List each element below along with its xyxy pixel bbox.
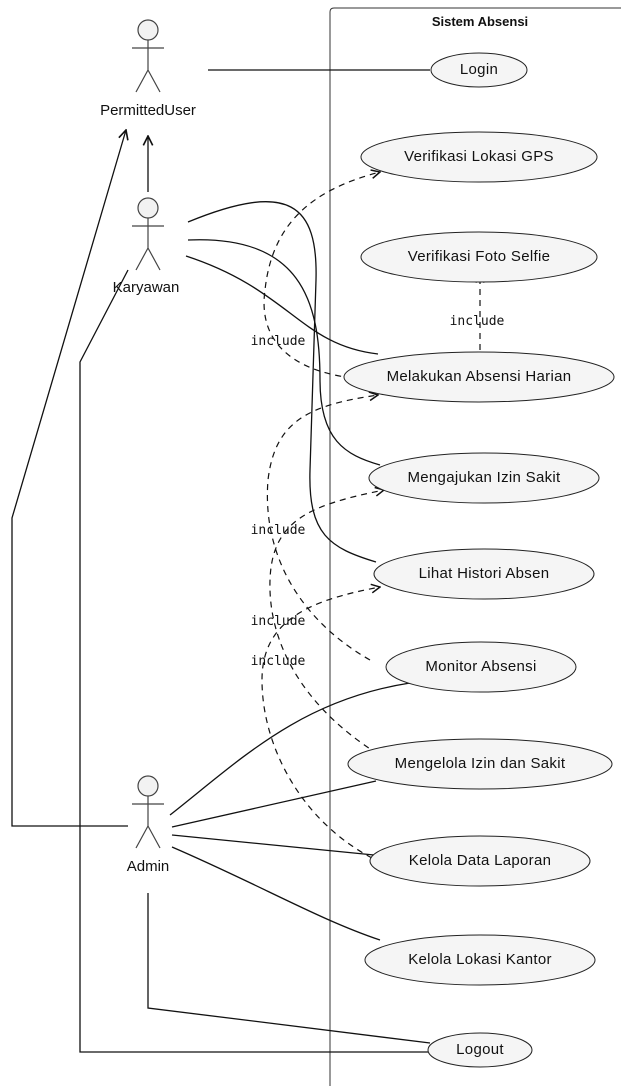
actor-admin[interactable]: Admin: [127, 775, 170, 875]
use-case-kelola-lokasi[interactable]: Kelola Lokasi Kantor: [364, 934, 596, 986]
use-case-logout-label: Logout: [456, 1041, 504, 1058]
stick-figure-icon: [132, 218, 164, 271]
use-case-absensi-harian[interactable]: Melakukan Absensi Harian: [343, 351, 615, 403]
include-label-selfie: include: [450, 314, 505, 329]
include-label-laporan: include: [251, 654, 306, 669]
assoc-admin-kelola-izin: [171, 780, 377, 828]
use-case-histori-absen[interactable]: Lihat Histori Absen: [373, 548, 595, 600]
use-case-absensi-harian-label: Melakukan Absensi Harian: [387, 368, 572, 385]
actor-head-icon: [137, 775, 159, 797]
use-case-histori-absen-label: Lihat Histori Absen: [419, 565, 550, 582]
actor-karyawan-label: Karyawan: [113, 279, 180, 296]
use-case-verifikasi-gps-label: Verifikasi Lokasi GPS: [404, 148, 554, 165]
use-case-izin-sakit-label: Mengajukan Izin Sakit: [407, 469, 561, 486]
actor-permitteduser[interactable]: PermittedUser: [100, 19, 196, 119]
actor-karyawan[interactable]: Karyawan: [113, 197, 180, 296]
use-case-monitor-absensi-label: Monitor Absensi: [425, 658, 536, 675]
actor-admin-label: Admin: [127, 858, 170, 875]
use-case-kelola-laporan[interactable]: Kelola Data Laporan: [369, 835, 591, 887]
assoc-karyawan-logout: [79, 269, 428, 1053]
include-relations: include include include include include: [251, 172, 505, 859]
generalization-admin: [11, 130, 128, 827]
assoc-karyawan-izin: [187, 239, 381, 466]
use-case-verifikasi-gps[interactable]: Verifikasi Lokasi GPS: [360, 131, 598, 183]
assoc-karyawan-absensi: [185, 255, 379, 355]
actor-permitteduser-label: PermittedUser: [100, 102, 196, 119]
stick-figure-icon: [132, 796, 164, 849]
assoc-admin-logout: [147, 893, 431, 1044]
use-case-kelola-izin-label: Mengelola Izin dan Sakit: [395, 755, 566, 772]
include-monitor-absensi-line: [266, 395, 378, 661]
include-laporan-line: [261, 587, 380, 859]
include-label-gps: include: [251, 334, 306, 349]
assoc-admin-monitor: [169, 682, 411, 816]
use-case-kelola-lokasi-label: Kelola Lokasi Kantor: [408, 951, 552, 968]
assoc-admin-lokasi: [171, 846, 381, 941]
associations: [11, 69, 431, 1053]
actor-head-icon: [137, 19, 159, 41]
stick-figure-icon: [132, 40, 164, 93]
use-case-izin-sakit[interactable]: Mengajukan Izin Sakit: [368, 452, 600, 504]
use-case-kelola-izin[interactable]: Mengelola Izin dan Sakit: [347, 738, 613, 790]
assoc-admin-laporan: [171, 834, 375, 856]
include-label-histori: include: [251, 614, 306, 629]
include-label-izin: include: [251, 523, 306, 538]
use-case-logout[interactable]: Logout: [427, 1032, 533, 1068]
use-case-login[interactable]: Login: [430, 52, 528, 88]
actor-head-icon: [137, 197, 159, 219]
use-case-monitor-absensi[interactable]: Monitor Absensi: [385, 641, 577, 693]
use-case-verifikasi-selfie[interactable]: Verifikasi Foto Selfie: [360, 231, 598, 283]
system-title: Sistem Absensi: [432, 14, 528, 29]
include-izin-line: [269, 490, 384, 755]
use-case-login-label: Login: [460, 61, 498, 78]
use-case-verifikasi-selfie-label: Verifikasi Foto Selfie: [408, 248, 551, 265]
assoc-karyawan-histori: [187, 201, 377, 563]
use-case-kelola-laporan-label: Kelola Data Laporan: [409, 852, 551, 869]
